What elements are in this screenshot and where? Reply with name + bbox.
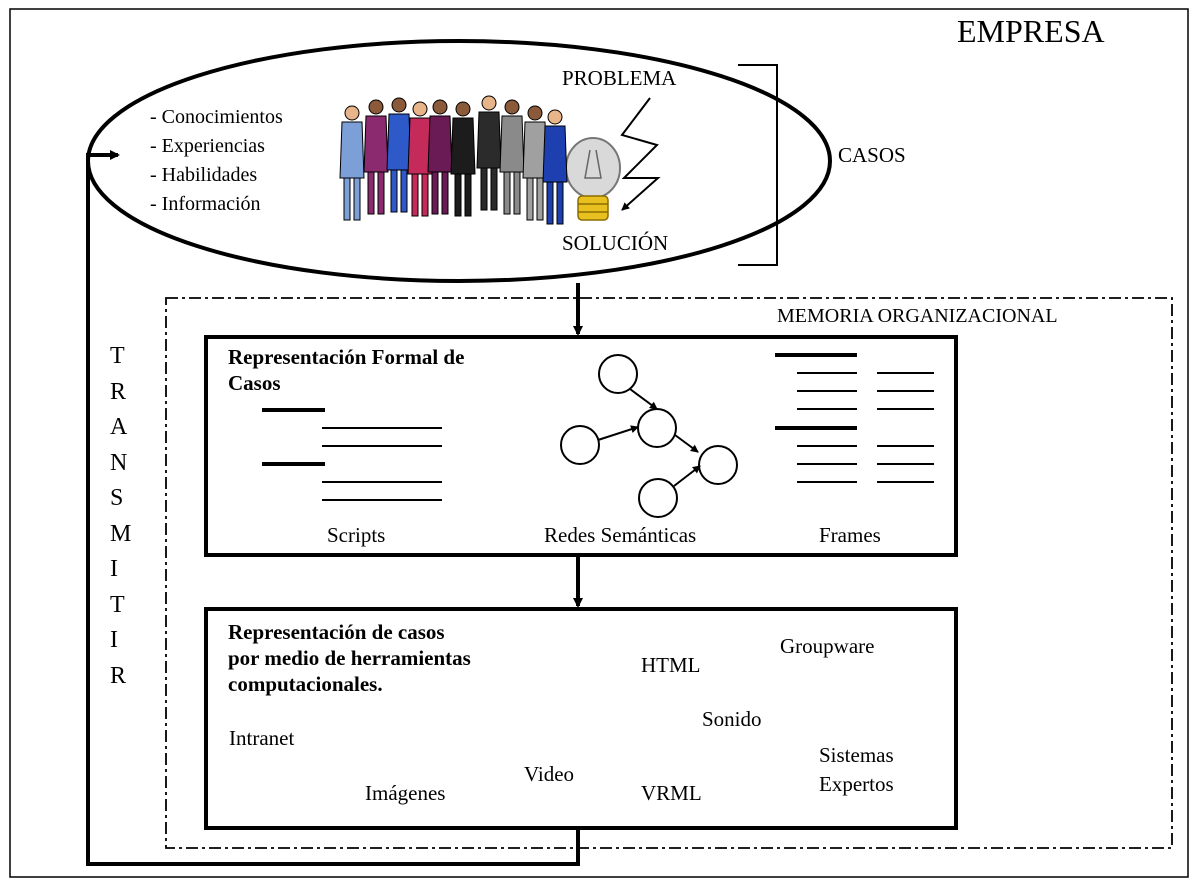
tool-video: Video — [524, 762, 575, 786]
frames-icon — [775, 353, 934, 483]
person-figure-icon — [522, 105, 548, 221]
tools-title: Representación de casos — [228, 620, 445, 644]
semantic-network-icon — [560, 354, 738, 518]
formal-representation-box — [204, 335, 958, 557]
knowledge-item: - Habilidades — [150, 164, 258, 186]
solucion-label: SOLUCIÓN — [562, 231, 669, 255]
formal-title: Representación Formal de — [228, 345, 465, 369]
empresa-frame — [9, 8, 1189, 878]
transmitir-letter: A — [110, 414, 128, 440]
memoria-organizacional-label: MEMORIA ORGANIZACIONAL — [777, 305, 1058, 327]
formal-title-line2: Casos — [228, 371, 281, 395]
memoria-organizacional-frame — [165, 297, 1173, 849]
knowledge-item: - Información — [150, 193, 261, 215]
transmitir-letter: M — [110, 520, 132, 547]
knowledge-item: - Conocimientos — [150, 106, 283, 128]
tool-groupware: Groupware — [780, 634, 875, 658]
knowledge-item: - Experiencias — [150, 135, 265, 157]
tool-imagenes: Imágenes — [365, 781, 446, 805]
transmitir-letter: I — [110, 627, 118, 653]
tool-sonido: Sonido — [702, 707, 762, 731]
casos-bracket — [738, 64, 778, 266]
transmitir-letter: T — [110, 591, 125, 618]
problema-label: PROBLEMA — [562, 66, 677, 90]
empresa-label: EMPRESA — [957, 13, 1105, 49]
redes-semanticas-label: Redes Semánticas — [544, 523, 697, 547]
person-figure-icon — [363, 99, 389, 215]
tools-representation-box — [204, 607, 958, 830]
tool-vrml: VRML — [641, 781, 702, 805]
person-figure-icon — [450, 101, 476, 217]
people-group-icon — [339, 95, 568, 225]
transmitir-letter: S — [110, 485, 124, 511]
tool-html: HTML — [641, 653, 701, 677]
tool-sistemas: Sistemas — [819, 743, 894, 767]
casos-label: CASOS — [838, 143, 906, 167]
tools-title-line2: por medio de herramientas — [228, 646, 471, 670]
person-figure-icon — [386, 97, 412, 213]
person-figure-icon — [499, 99, 525, 215]
transmitir-letter: N — [110, 449, 128, 476]
transmitir-letter: T — [110, 343, 125, 369]
transmitir-letter: R — [110, 378, 127, 405]
person-figure-icon — [339, 105, 365, 221]
person-figure-icon — [476, 95, 502, 211]
tool-intranet: Intranet — [229, 726, 295, 750]
frames-label: Frames — [819, 523, 881, 547]
transmitir-feedback-loop — [86, 150, 580, 866]
transmitir-letter: R — [110, 662, 127, 689]
person-figure-icon — [427, 99, 453, 215]
transmitir-letter: I — [110, 556, 118, 582]
scripts-label: Scripts — [327, 523, 386, 547]
lightbulb-icon — [565, 137, 621, 221]
scripts-icon — [262, 408, 442, 501]
person-figure-icon — [542, 109, 568, 225]
tool-expertos: Expertos — [819, 772, 894, 796]
tools-title-line3: computacionales. — [228, 672, 383, 696]
lightning-arrow — [620, 97, 661, 211]
